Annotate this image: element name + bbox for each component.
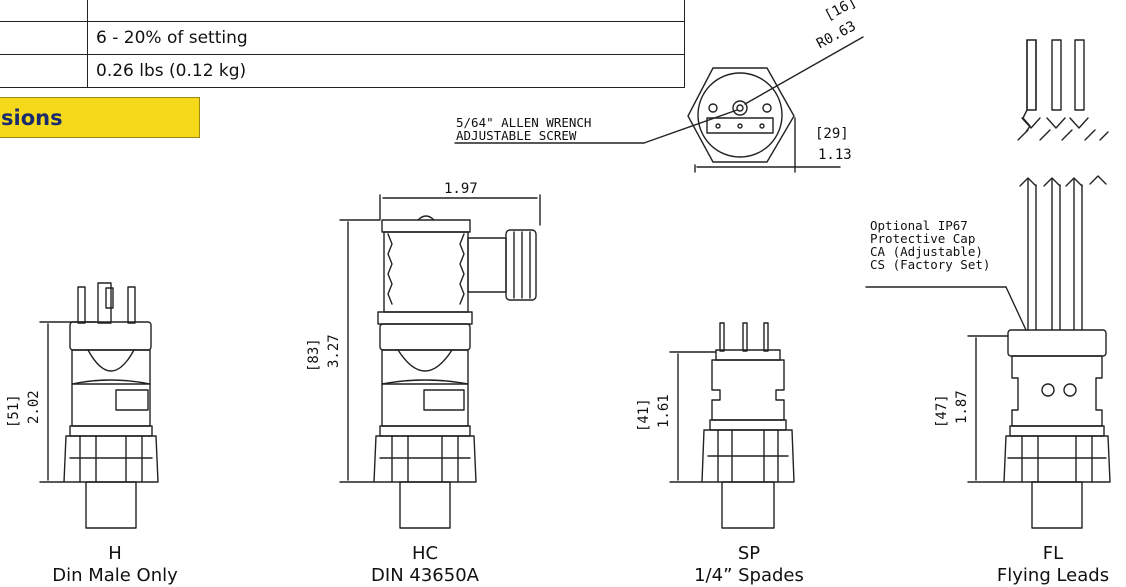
hc-height-in: 3.27 [326, 334, 342, 368]
top-view [454, 36, 864, 173]
hc-height-mm: [83] [306, 338, 322, 372]
variant-h-drawing [39, 282, 159, 529]
variant-name: Din Male Only [52, 565, 178, 586]
variant-code: SP [737, 543, 761, 564]
fl-height-mm: [47] [934, 394, 950, 428]
variant-sp-caption: SP 1/4” Spades [664, 543, 834, 587]
variant-sp-drawing [669, 322, 795, 529]
protective-cap-annotation: Optional IP67 Protective Cap CA (Adjusta… [870, 218, 991, 272]
variant-fl-caption: FL Flying Leads [968, 543, 1126, 587]
sp-height-in: 1.61 [656, 394, 672, 428]
spec-key [0, 54, 88, 88]
variant-name: Flying Leads [996, 565, 1110, 586]
spec-table: 6 - 20% of setting 0.26 lbs (0.12 kg) [0, 0, 685, 88]
variant-code: H [108, 543, 122, 564]
spec-row: 6 - 20% of setting [0, 21, 685, 55]
variant-name: 1/4” Spades [694, 565, 804, 586]
variant-h-caption: H Din Male Only [30, 543, 200, 587]
variant-name: DIN 43650A [371, 565, 479, 586]
spec-row: 0.26 lbs (0.12 kg) [0, 54, 685, 88]
variant-hc-drawing [339, 194, 541, 529]
spec-value: 0.26 lbs (0.12 kg) [87, 54, 685, 88]
variant-fl-drawing [865, 39, 1111, 529]
sp-height-mm: [41] [636, 398, 652, 432]
wrench-annotation: 5/64" ALLEN WRENCH ADJUSTABLE SCREW [456, 115, 592, 143]
hc-width-dim: 1.97 [444, 181, 478, 197]
top-width-mm: [29] [815, 126, 849, 142]
spec-row [0, 0, 685, 22]
dimensions-banner: sions [0, 97, 200, 138]
spec-value: 6 - 20% of setting [87, 21, 685, 55]
top-width-in: 1.13 [818, 147, 852, 163]
variant-hc-caption: HC DIN 43650A [340, 543, 510, 587]
h-height-in: 2.02 [26, 390, 42, 424]
variant-code: FL [1042, 543, 1064, 564]
h-height-mm: [51] [6, 394, 22, 428]
variant-code: HC [411, 543, 439, 564]
fl-height-in: 1.87 [954, 390, 970, 424]
